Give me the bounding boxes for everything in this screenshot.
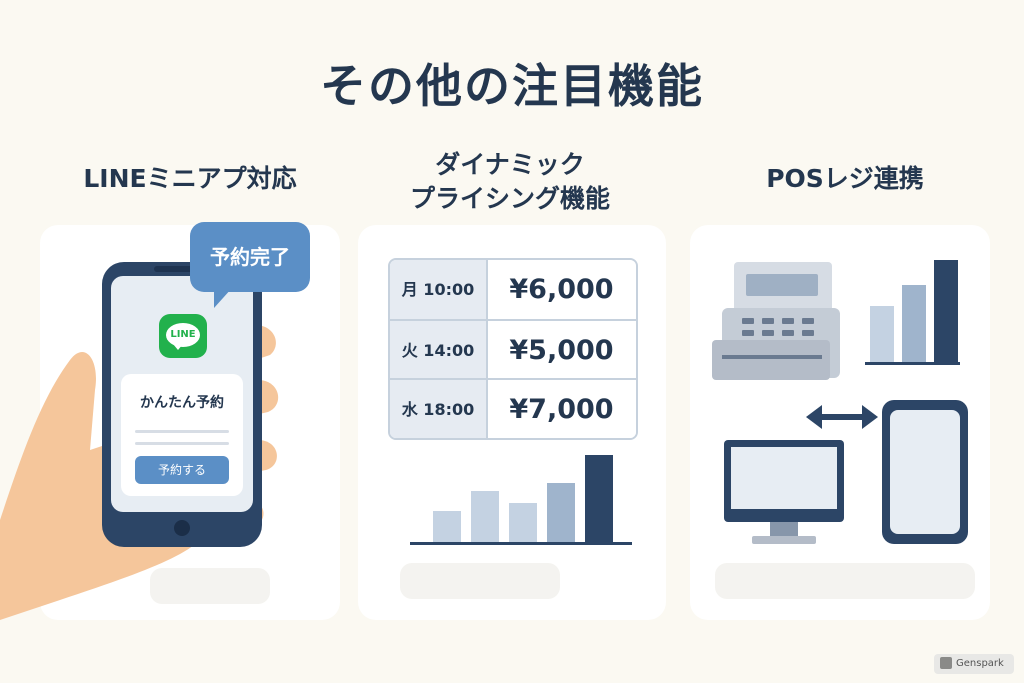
logo-icon [940, 657, 952, 669]
chart-bar [870, 306, 894, 362]
chart-bar [509, 503, 537, 542]
reservation-card: かんたん予約 予約する [121, 374, 243, 496]
table-row: 水 18:00 ¥7,000 [390, 380, 636, 438]
column-title-pricing: ダイナミック プライシング機能 [409, 150, 610, 213]
price: ¥6,000 [487, 260, 636, 319]
bubble-tail [214, 288, 232, 308]
watermark-text: Genspark [956, 658, 1004, 669]
time-slot: 水 18:00 [390, 380, 486, 438]
line-logo-icon: LINE [159, 314, 207, 358]
reserve-button[interactable]: 予約する [135, 456, 229, 484]
chart-bar [471, 491, 499, 542]
confirmation-bubble: 予約完了 [190, 222, 310, 292]
price: ¥5,000 [487, 321, 636, 380]
price: ¥7,000 [487, 380, 636, 438]
blurred-caption [400, 563, 560, 599]
sync-arrow-icon [806, 405, 878, 429]
monitor-icon [724, 440, 844, 544]
home-button [174, 520, 190, 536]
chart-bar [902, 285, 926, 362]
chart-baseline [865, 362, 960, 365]
card-divider [135, 430, 229, 433]
chart-baseline [410, 542, 632, 545]
smartphone: LINE かんたん予約 予約する [102, 262, 262, 547]
blurred-caption [150, 568, 270, 604]
line-logo-text: LINE [166, 323, 200, 347]
chart-bar [934, 260, 958, 362]
watermark-badge: Genspark [934, 654, 1014, 674]
time-slot: 月 10:00 [390, 260, 486, 319]
chart-bar [585, 455, 613, 542]
blurred-caption [715, 563, 975, 599]
card-divider [135, 442, 229, 445]
chart-bar [433, 511, 461, 542]
column-title-line: LINEミニアプ対応 [83, 164, 297, 193]
card-title: かんたん予約 [140, 395, 224, 411]
chart-bar [547, 483, 575, 542]
table-row: 月 10:00 ¥6,000 [390, 260, 636, 319]
page-title: その他の注目機能 [320, 59, 704, 113]
time-slot: 火 14:00 [390, 321, 486, 380]
pricing-table: 月 10:00 ¥6,000 火 14:00 ¥5,000 水 18:00 ¥7… [388, 258, 638, 440]
tablet-icon [882, 400, 968, 544]
column-title-pos: POSレジ連携 [766, 164, 924, 193]
phone-notch [154, 266, 210, 272]
pos-register-icon [712, 262, 840, 380]
phone-screen: LINE かんたん予約 予約する [111, 276, 253, 512]
table-row: 火 14:00 ¥5,000 [390, 321, 636, 380]
